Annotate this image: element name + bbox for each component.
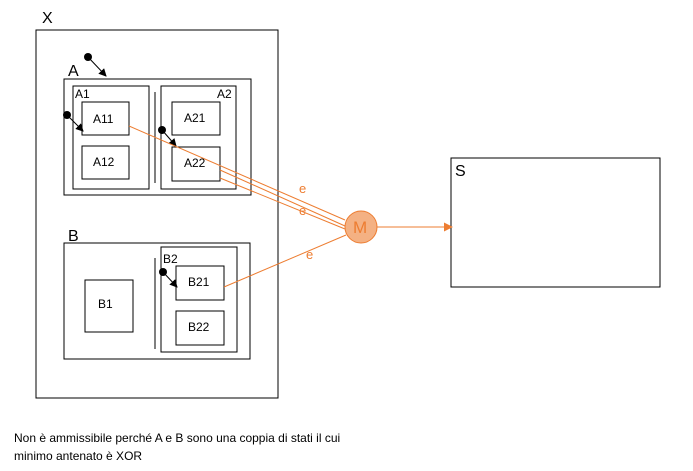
initial-arrow-a2 — [161, 129, 177, 147]
state-b2-box — [160, 246, 238, 353]
transition-a22-to-m — [219, 169, 346, 227]
merge-node-label: M — [353, 218, 368, 237]
state-a1-box — [72, 85, 150, 190]
state-x-label: X — [42, 10, 53, 27]
state-a2-label: A2 — [217, 87, 232, 101]
state-a21-label: A21 — [184, 111, 206, 125]
state-a22-label: A22 — [184, 156, 206, 170]
state-b22-label: B22 — [188, 320, 210, 334]
state-a21-box — [171, 101, 221, 136]
state-a-label: A — [68, 63, 79, 80]
state-b2-label: B2 — [163, 252, 178, 266]
state-s-label: S — [455, 163, 466, 180]
state-a22-box — [171, 146, 221, 182]
state-b-label: B — [68, 228, 79, 245]
event-label-b21: e — [306, 247, 314, 262]
initial-arrow-a1 — [66, 114, 84, 132]
state-b1-box — [84, 279, 134, 333]
state-b-box — [63, 242, 251, 360]
transition-a11-to-m — [128, 125, 346, 221]
caption-note: Non è ammissibile perché A e B sono una … — [14, 431, 341, 463]
initial-arrow-b2 — [162, 271, 178, 288]
state-b21-label: B21 — [188, 275, 210, 289]
state-a11-label: A11 — [93, 112, 114, 126]
state-a-box — [63, 78, 252, 196]
state-a12-box — [81, 145, 130, 180]
event-label-a11: e — [299, 181, 307, 196]
event-label-a22: e — [299, 203, 307, 218]
state-x-box — [35, 29, 279, 399]
state-a2-box — [160, 85, 237, 190]
initial-arrow-a — [87, 56, 107, 77]
transition-a2-to-m — [219, 177, 346, 230]
state-b22-box — [175, 310, 225, 346]
state-s-box — [450, 157, 661, 288]
state-a12-label: A12 — [93, 155, 115, 169]
state-b1-label: B1 — [98, 297, 113, 311]
transition-b21-to-m — [223, 234, 347, 288]
state-a11-box — [81, 101, 130, 136]
state-a1-label: A1 — [75, 87, 90, 101]
